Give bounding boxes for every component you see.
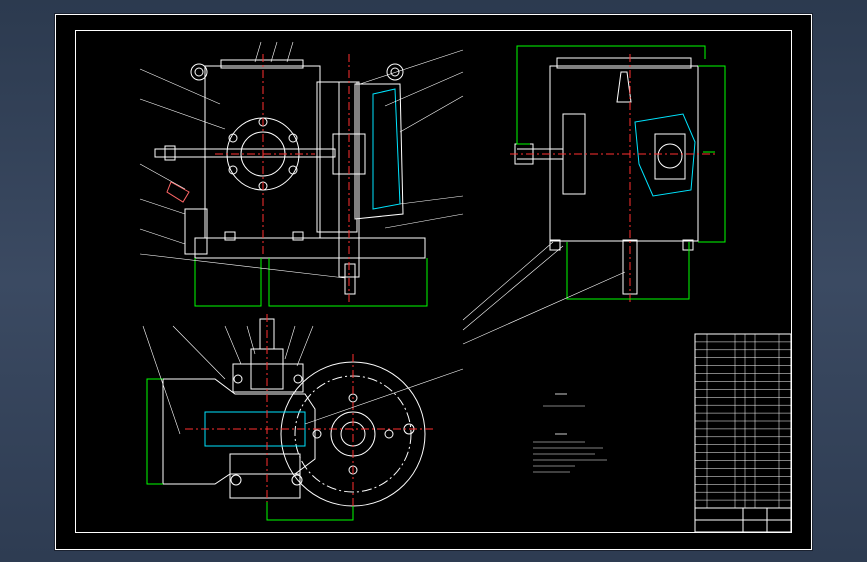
top-section-view: [142, 314, 464, 521]
front-view: [139, 41, 464, 307]
bom-table: [694, 333, 792, 509]
technical-notes: [533, 393, 607, 473]
title-block: [694, 507, 792, 533]
outer-frame: [55, 14, 812, 550]
side-view: [462, 45, 726, 345]
cad-viewport[interactable]: [55, 14, 812, 550]
assembly-drawing: [55, 14, 812, 550]
inner-frame: [75, 30, 792, 533]
